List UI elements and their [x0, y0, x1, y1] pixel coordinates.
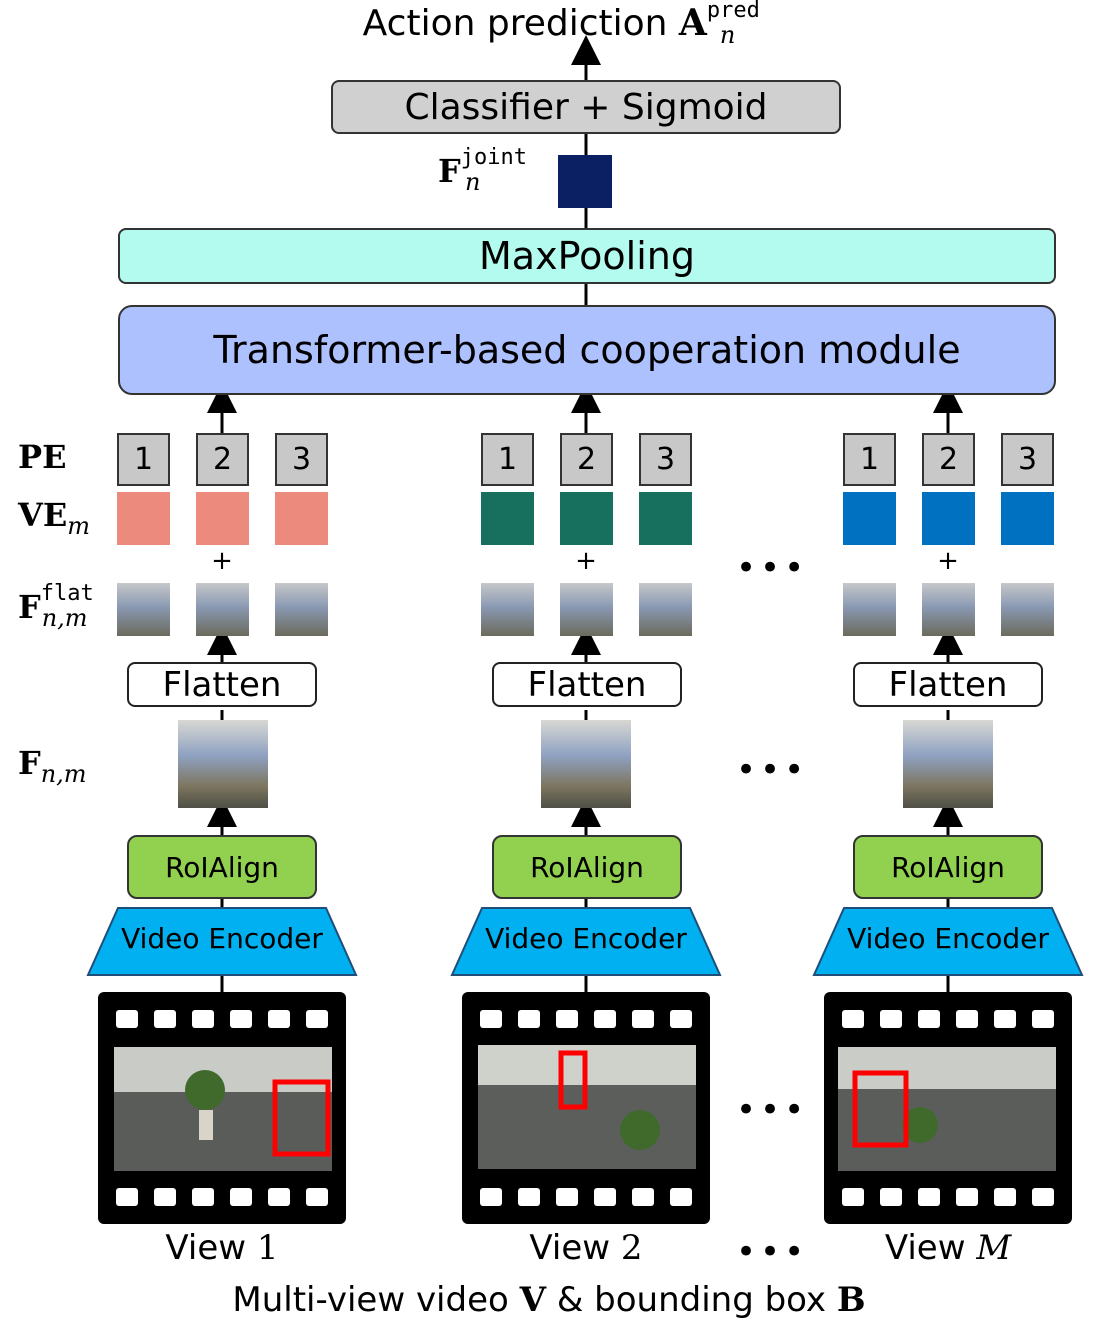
ve-box-view2-2 — [560, 492, 613, 545]
ellipsis-view-labels: ••• — [736, 1232, 809, 1272]
transformer-module-block: Transformer-based cooperation module — [118, 305, 1056, 395]
roialign-block-view2: RoIAlign — [492, 835, 682, 899]
ellipsis-features: ••• — [736, 750, 809, 790]
pe-box-view1-3: 3 — [275, 433, 328, 486]
video-encoder-label-viewm: Video Encoder — [847, 922, 1049, 955]
video-encoder-shape-m — [812, 907, 1084, 976]
classifier-sigmoid-block: Classifier + Sigmoid — [331, 80, 841, 134]
pe-box-view2-1: 1 — [481, 433, 534, 486]
flat-feature-row-label: Fflatn,m — [18, 581, 94, 632]
ve-box-viewm-3 — [1001, 492, 1054, 545]
film-strip-1 — [98, 992, 346, 1224]
pe-box-view1-2: 2 — [196, 433, 249, 486]
roi-feature-crop-view1 — [178, 720, 268, 808]
flat-patch-viewm-3 — [1001, 583, 1054, 636]
plus-sign-view1: + — [211, 546, 233, 576]
flatten-block-view2: Flatten — [492, 662, 682, 707]
maxpooling-block: MaxPooling — [118, 228, 1056, 284]
roialign-block-view1: RoIAlign — [127, 835, 317, 899]
video-encoder-label-view2: Video Encoder — [485, 922, 687, 955]
flat-patch-view2-1 — [481, 583, 534, 636]
joint-feature-label: Fjointn — [438, 145, 527, 196]
feature-map-row-label: Fn,m — [18, 744, 87, 788]
flat-patch-viewm-2 — [922, 583, 975, 636]
roi-feature-crop-view2 — [541, 720, 631, 808]
joint-feature-block — [558, 155, 612, 208]
pe-box-viewm-1: 1 — [843, 433, 896, 486]
video-encoder-label-view1: Video Encoder — [121, 922, 323, 955]
flat-patch-viewm-1 — [843, 583, 896, 636]
input-caption: Multi-view video V & bounding box B — [232, 1280, 866, 1320]
maxpooling-label: MaxPooling — [479, 234, 695, 278]
ellipsis-patches: ••• — [736, 548, 809, 588]
pe-box-view2-2: 2 — [560, 433, 613, 486]
film-strip-m — [824, 992, 1072, 1224]
view-label-2: View 2 — [529, 1228, 643, 1268]
transformer-label: Transformer-based cooperation module — [213, 328, 961, 372]
ve-box-view1-3 — [275, 492, 328, 545]
flat-patch-view1-3 — [275, 583, 328, 636]
flatten-block-viewm: Flatten — [853, 662, 1043, 707]
plus-sign-viewm: + — [937, 546, 959, 576]
flatten-block-view1: Flatten — [127, 662, 317, 707]
ve-box-view2-3 — [639, 492, 692, 545]
pe-box-view1-1: 1 — [117, 433, 170, 486]
flat-patch-view2-3 — [639, 583, 692, 636]
roialign-block-viewm: RoIAlign — [853, 835, 1043, 899]
video-encoder-shape-2 — [450, 907, 722, 976]
pe-row-label: PE — [18, 438, 67, 476]
ve-box-view2-1 — [481, 492, 534, 545]
film-strip-2 — [462, 992, 710, 1224]
flat-patch-view2-2 — [560, 583, 613, 636]
roi-feature-crop-viewm — [903, 720, 993, 808]
ve-box-view1-2 — [196, 492, 249, 545]
view-label-m: View M — [884, 1228, 1012, 1268]
output-title: Action prediction Apredn — [362, 0, 760, 49]
ellipsis-videos: ••• — [736, 1090, 809, 1130]
view-label-1: View 1 — [165, 1228, 279, 1268]
plus-sign-view2: + — [575, 546, 597, 576]
ve-box-view1-1 — [117, 492, 170, 545]
ve-box-viewm-1 — [843, 492, 896, 545]
ve-box-viewm-2 — [922, 492, 975, 545]
classifier-label: Classifier + Sigmoid — [404, 86, 768, 128]
pe-box-viewm-3: 3 — [1001, 433, 1054, 486]
ve-row-label: VEm — [18, 496, 90, 540]
flat-patch-view1-2 — [196, 583, 249, 636]
video-encoder-shape-1 — [86, 907, 358, 976]
pe-box-viewm-2: 2 — [922, 433, 975, 486]
pe-box-view2-3: 3 — [639, 433, 692, 486]
flat-patch-view1-1 — [117, 583, 170, 636]
